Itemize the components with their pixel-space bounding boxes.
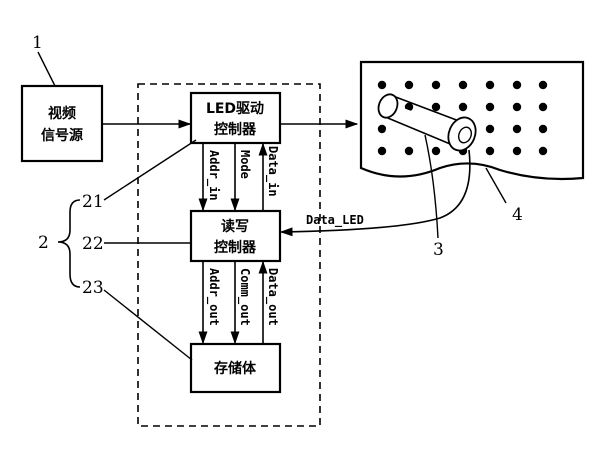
- led-dot: [377, 80, 387, 90]
- led-driver-line2: 控制器: [214, 121, 257, 138]
- ref-1: 1: [32, 33, 43, 53]
- led-dot: [377, 124, 387, 134]
- rw-controller-line1: 读写: [221, 218, 249, 235]
- ref-23: 23: [82, 278, 104, 298]
- led-driver-controller-block: LED驱动 控制器: [189, 91, 282, 145]
- signal-data-in: Data_in: [265, 146, 280, 197]
- led-dot: [485, 124, 495, 134]
- signal-comm-out: Comm_out: [237, 268, 252, 326]
- led-dot: [512, 146, 522, 156]
- led-dot: [377, 146, 387, 156]
- ref-2: 2: [38, 233, 49, 253]
- ref-22: 22: [82, 234, 104, 254]
- led-dot: [404, 146, 414, 156]
- led-dot: [538, 146, 548, 156]
- module-2-boundary: [137, 83, 321, 427]
- storage-label: 存储体: [214, 360, 257, 377]
- signal-data-led: Data_LED: [306, 213, 364, 228]
- leader-4: [485, 167, 507, 204]
- video-source-line1: 视频: [48, 105, 76, 122]
- led-dot: [404, 80, 414, 90]
- signal-addr-out: Addr_out: [206, 268, 221, 326]
- group-brace: [57, 199, 81, 288]
- led-dot: [538, 80, 548, 90]
- ref-3: 3: [433, 240, 444, 260]
- led-dot: [538, 102, 548, 112]
- led-dot: [485, 80, 495, 90]
- signal-data-out: Data_out: [265, 268, 280, 326]
- led-dot: [431, 102, 441, 112]
- rw-controller-block: 读写 控制器: [189, 209, 282, 263]
- ref-4: 4: [512, 205, 523, 225]
- video-source-block: 视频 信号源: [20, 84, 104, 163]
- led-dot: [431, 146, 441, 156]
- led-dot: [512, 124, 522, 134]
- leader-23: [103, 289, 193, 361]
- leader-3: [424, 134, 439, 239]
- storage-block: 存储体: [189, 342, 282, 394]
- leader-1: [37, 51, 56, 87]
- video-source-line2: 信号源: [41, 127, 83, 144]
- led-dot: [458, 80, 468, 90]
- led-dot: [485, 146, 495, 156]
- led-dot: [538, 124, 548, 134]
- rw-controller-line2: 控制器: [214, 239, 257, 256]
- led-dot: [512, 80, 522, 90]
- led-dot: [458, 102, 468, 112]
- led-driver-line1: LED驱动: [206, 100, 264, 117]
- signal-addr-in: Addr_in: [206, 150, 221, 201]
- ref-21: 21: [82, 192, 104, 212]
- leader-21: [103, 139, 197, 201]
- led-dot: [485, 102, 495, 112]
- led-dot: [431, 80, 441, 90]
- signal-mode: Mode: [238, 150, 252, 179]
- led-dot: [404, 102, 414, 112]
- led-dot: [512, 102, 522, 112]
- light-pen: [377, 93, 477, 152]
